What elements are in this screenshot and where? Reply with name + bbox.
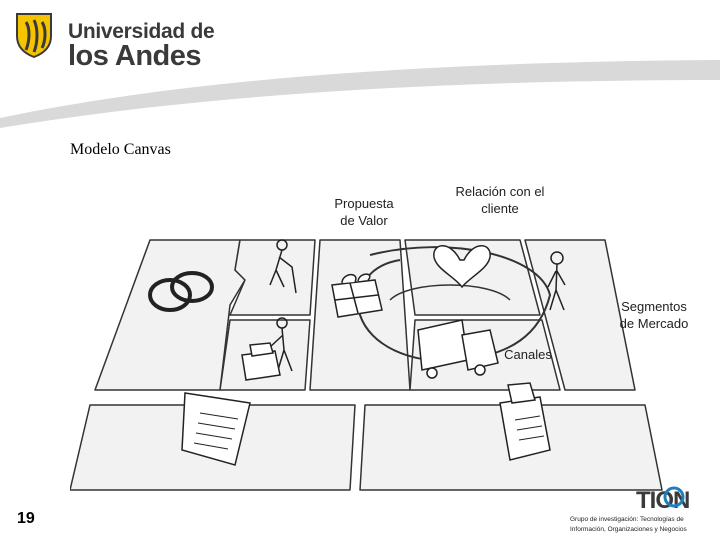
footer-line1: Grupo de investigación: Tecnologías de [570, 516, 684, 523]
label-relacion-con-el-cliente: Relación con el cliente [440, 183, 560, 217]
invoice-paper-icon [181, 392, 251, 466]
heart-icon [433, 245, 491, 289]
research-group-footer: Grupo de investigación: Tecnologías de I… [570, 515, 715, 535]
header-banner [0, 60, 720, 140]
cash-register-icon [499, 382, 551, 461]
label-segmentos-line2: de Mercado [619, 316, 689, 331]
label-propuesta-line1: Propuesta [334, 196, 394, 211]
logo-text-line2: los Andes [68, 40, 202, 72]
person-customer-icon [547, 251, 566, 311]
gift-box-icon [331, 273, 383, 318]
university-logo: Universidad de los Andes [14, 10, 215, 72]
page-number: 19 [17, 510, 35, 527]
label-canales: Canales [504, 347, 552, 362]
tion-logo: TION [636, 486, 690, 512]
logo-text-line1: Universidad de [68, 20, 215, 43]
label-segmentos-de-mercado: Segmentos de Mercado [606, 298, 702, 332]
person-working-icon [269, 317, 293, 372]
white-inner-swoosh [0, 80, 720, 140]
label-propuesta-line2: de Valor [340, 213, 388, 228]
slide-title: Modelo Canvas [70, 141, 171, 158]
label-propuesta-de-valor: Propuesta de Valor [324, 195, 404, 229]
label-relacion-line2: cliente [481, 201, 519, 216]
label-segmentos-line1: Segmentos [621, 299, 687, 314]
shield-icon [16, 13, 52, 58]
boxes-icon [241, 342, 281, 381]
person-digging-icon [269, 239, 297, 294]
label-relacion-line1: Relación con el [455, 184, 545, 199]
delivery-truck-icon [417, 319, 499, 379]
business-model-canvas-illustration [70, 239, 663, 491]
wedding-rings-icon [148, 278, 192, 312]
footer-line2: Información, Organizaciones y Negocios [570, 526, 687, 533]
